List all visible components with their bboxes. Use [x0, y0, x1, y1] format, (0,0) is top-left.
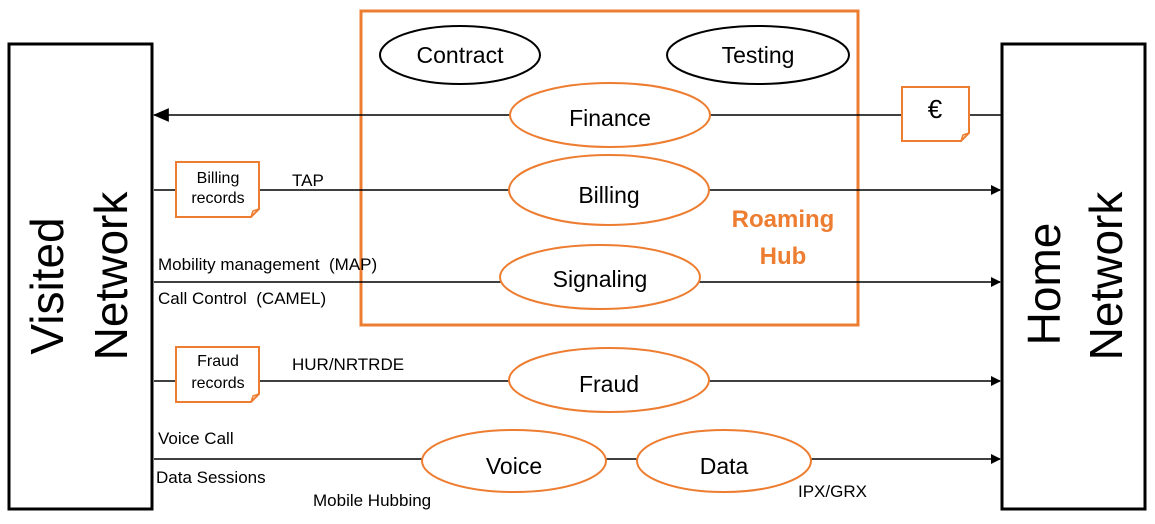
fraud-records-document-icon: Fraud records: [175, 346, 260, 403]
mobility-management-label: Mobility management (MAP): [158, 255, 377, 274]
tap-label: TAP: [292, 171, 324, 190]
data-node: Data: [636, 429, 812, 493]
roaming-hub-box: [359, 9, 860, 327]
euro-symbol: €: [928, 94, 943, 124]
billing-records-label-line2: records: [191, 190, 244, 207]
billing-records-label-line1: Billing: [197, 170, 240, 187]
finance-node: Finance: [509, 82, 711, 148]
euro-document-icon: €: [901, 86, 970, 142]
testing-node: Testing: [666, 25, 850, 85]
visited-network-box: Visited Network: [7, 42, 154, 511]
signaling-node: Signaling: [499, 244, 701, 310]
testing-label: Testing: [722, 42, 795, 68]
call-control-label: Call Control (CAMEL): [158, 289, 326, 308]
voice-call-label: Voice Call: [158, 429, 234, 448]
voice-label: Voice: [486, 453, 542, 479]
ipx-grx-label: IPX/GRX: [798, 482, 867, 501]
fraud-node: Fraud: [508, 347, 710, 413]
signaling-label: Signaling: [553, 266, 648, 292]
contract-label: Contract: [417, 42, 505, 68]
finance-label: Finance: [569, 105, 651, 131]
mobile-hubbing-label: Mobile Hubbing: [313, 491, 431, 510]
voice-node: Voice: [421, 429, 607, 493]
fraud-records-label-line1: Fraud: [197, 353, 239, 370]
visited-network-label-line1: Visited: [21, 217, 73, 354]
home-network-label-line1: Home: [1018, 223, 1070, 346]
hur-nrtrde-label: HUR/NRTRDE: [292, 355, 404, 374]
fraud-records-label-line2: records: [191, 375, 244, 392]
contract-node: Contract: [379, 25, 541, 85]
home-network-label-line2: Network: [1080, 191, 1132, 361]
data-label: Data: [700, 453, 749, 479]
fraud-label: Fraud: [579, 371, 639, 397]
roaming-hub-title-line1: Roaming: [732, 206, 835, 233]
billing-node: Billing: [508, 154, 710, 226]
visited-network-label-line2: Network: [85, 191, 137, 361]
billing-records-document-icon: Billing records: [175, 161, 260, 218]
data-sessions-label: Data Sessions: [156, 468, 266, 487]
billing-label: Billing: [578, 182, 639, 208]
roaming-hub-title-line2: Hub: [760, 243, 807, 270]
home-network-box: Home Network: [1000, 42, 1147, 511]
